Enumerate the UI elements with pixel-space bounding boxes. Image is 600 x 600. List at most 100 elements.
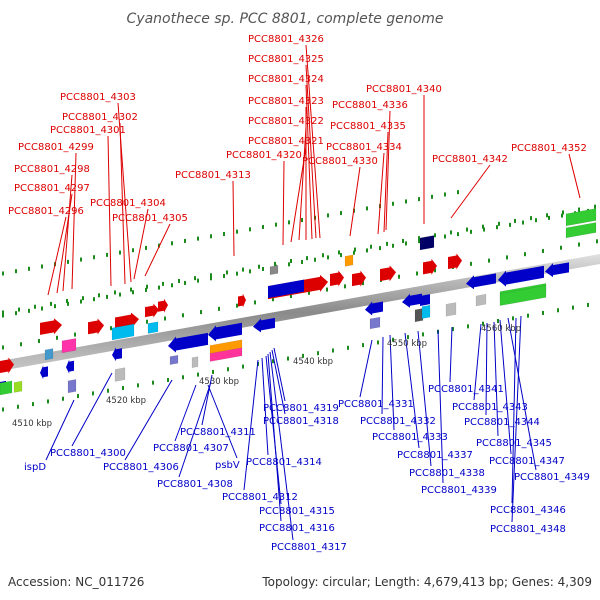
leader-line-bottom — [473, 323, 482, 401]
locus-label-bottom: PCC8801_4311 — [180, 427, 256, 438]
gene-arrow — [402, 293, 422, 308]
leader-line-bottom — [485, 322, 488, 416]
scale-label: 4560 kbp — [481, 324, 521, 334]
locus-label-bottom: PCC8801_4318 — [263, 416, 339, 427]
leader-line-top — [305, 44, 321, 239]
gene-arrow — [268, 279, 304, 299]
gene-box — [419, 235, 435, 251]
scale-label: 4520 kbp — [106, 396, 146, 406]
leader-line-bottom — [389, 334, 395, 431]
gene-arrow — [365, 301, 383, 316]
locus-label-bottom: PCC8801_4306 — [103, 462, 179, 473]
gene-arrow — [423, 258, 437, 275]
gene-box — [147, 321, 159, 334]
locus-label-bottom: PCC8801_4339 — [421, 485, 497, 496]
scale-label: 4550 kbp — [387, 339, 427, 349]
leader-line-top — [568, 153, 581, 199]
gene-box — [499, 285, 547, 306]
leader-line-bottom — [269, 351, 294, 541]
locus-label-bottom: PCC8801_4337 — [397, 450, 473, 461]
locus-label-top: PCC8801_4340 — [366, 84, 442, 95]
leader-line-top — [383, 131, 389, 233]
locus-label-top: PCC8801_4302 — [62, 112, 138, 123]
locus-label-bottom: PCC8801_4317 — [271, 542, 347, 553]
locus-label-top: PCC8801_4304 — [90, 198, 166, 209]
sequence-backbone — [0, 254, 600, 371]
gene-box — [169, 354, 179, 365]
leader-line-bottom — [271, 349, 286, 415]
leader-line-top — [71, 152, 77, 290]
tick-track — [2, 190, 598, 412]
locus-label-top: PCC8801_4297 — [14, 183, 90, 194]
gene-arrow — [466, 273, 496, 290]
locus-label-top: PCC8801_4335 — [330, 121, 406, 132]
gene-box — [344, 254, 354, 267]
locus-label-top: PCC8801_4325 — [248, 54, 324, 65]
leader-line-bottom — [499, 319, 512, 455]
leader-line-top — [450, 164, 491, 219]
locus-labels: PCC8801_4296PCC8801_4297PCC8801_4298PCC8… — [8, 34, 590, 553]
gene-arrow — [168, 332, 208, 353]
locus-label-top: PCC8801_4322 — [248, 116, 324, 127]
locus-label-bottom: PCC8801_4331 — [338, 399, 414, 410]
scale-label: 4530 kbp — [199, 377, 239, 387]
locus-label-bottom: PCC8801_4348 — [490, 524, 566, 535]
scale-label: 4540 kbp — [293, 357, 333, 367]
gene-box — [421, 304, 431, 319]
locus-label-bottom: PCC8801_4341 — [428, 384, 504, 395]
leader-line-bottom — [507, 317, 537, 471]
locus-label-bottom: PCC8801_4347 — [489, 456, 565, 467]
locus-label-top: PCC8801_4326 — [248, 34, 324, 45]
gene-box — [269, 265, 279, 276]
leader-line-top — [232, 180, 235, 257]
leader-line-bottom — [207, 384, 238, 459]
leader-line-top — [282, 160, 285, 246]
locus-label-bottom: PCC8801_4300 — [50, 448, 126, 459]
locus-label-bottom: psbV — [215, 460, 240, 471]
leader-line-top — [298, 126, 307, 241]
gene-box — [61, 338, 77, 354]
gene-arrow — [352, 270, 366, 287]
gene-box — [369, 316, 381, 330]
leader-line-bottom — [45, 399, 75, 461]
locus-label-bottom: PCC8801_4333 — [372, 432, 448, 443]
leader-line-top — [305, 84, 313, 240]
leader-line-top — [119, 122, 126, 285]
gene-arrow — [40, 365, 48, 380]
leader-line-top — [144, 223, 171, 277]
locus-label-bottom: PCC8801_4314 — [246, 457, 322, 468]
gene-box — [111, 323, 135, 341]
gene-arrow — [145, 303, 159, 318]
locus-label-top: PCC8801_4320 — [226, 150, 302, 161]
locus-label-top: PCC8801_4298 — [14, 164, 90, 175]
gene-arrow — [330, 270, 344, 287]
leader-line-top — [47, 216, 67, 296]
locus-label-bottom: PCC8801_4346 — [490, 505, 566, 516]
locus-label-bottom: PCC8801_4345 — [476, 438, 552, 449]
locus-label-top: PCC8801_4336 — [332, 100, 408, 111]
leader-line-bottom — [417, 330, 432, 467]
gene-box — [445, 302, 457, 317]
gene-box — [67, 379, 77, 394]
locus-label-top: PCC8801_4299 — [18, 142, 94, 153]
gene-arrow — [545, 262, 569, 278]
locus-label-top: PCC8801_4303 — [60, 92, 136, 103]
leader-line-bottom — [511, 315, 522, 523]
leader-line-bottom — [437, 329, 444, 484]
genome-summary-text: Topology: circular; Length: 4,679,413 bp… — [261, 575, 592, 589]
leader-line-top — [62, 174, 73, 292]
gene-arrow — [88, 318, 104, 335]
locus-label-top: PCC8801_4296 — [8, 206, 84, 217]
locus-label-top: PCC8801_4305 — [112, 213, 188, 224]
gene-arrow — [498, 265, 544, 287]
locus-label-bottom: PCC8801_4319 — [263, 403, 339, 414]
leader-line-bottom — [267, 353, 282, 522]
gene-arrow — [420, 294, 430, 306]
gene-arrow — [66, 359, 74, 374]
label-leaders — [45, 44, 581, 541]
leader-line-bottom — [201, 374, 213, 426]
locus-label-bottom: PCC8801_4307 — [153, 443, 229, 454]
gene-box — [44, 348, 54, 361]
leader-line-bottom — [174, 384, 197, 442]
